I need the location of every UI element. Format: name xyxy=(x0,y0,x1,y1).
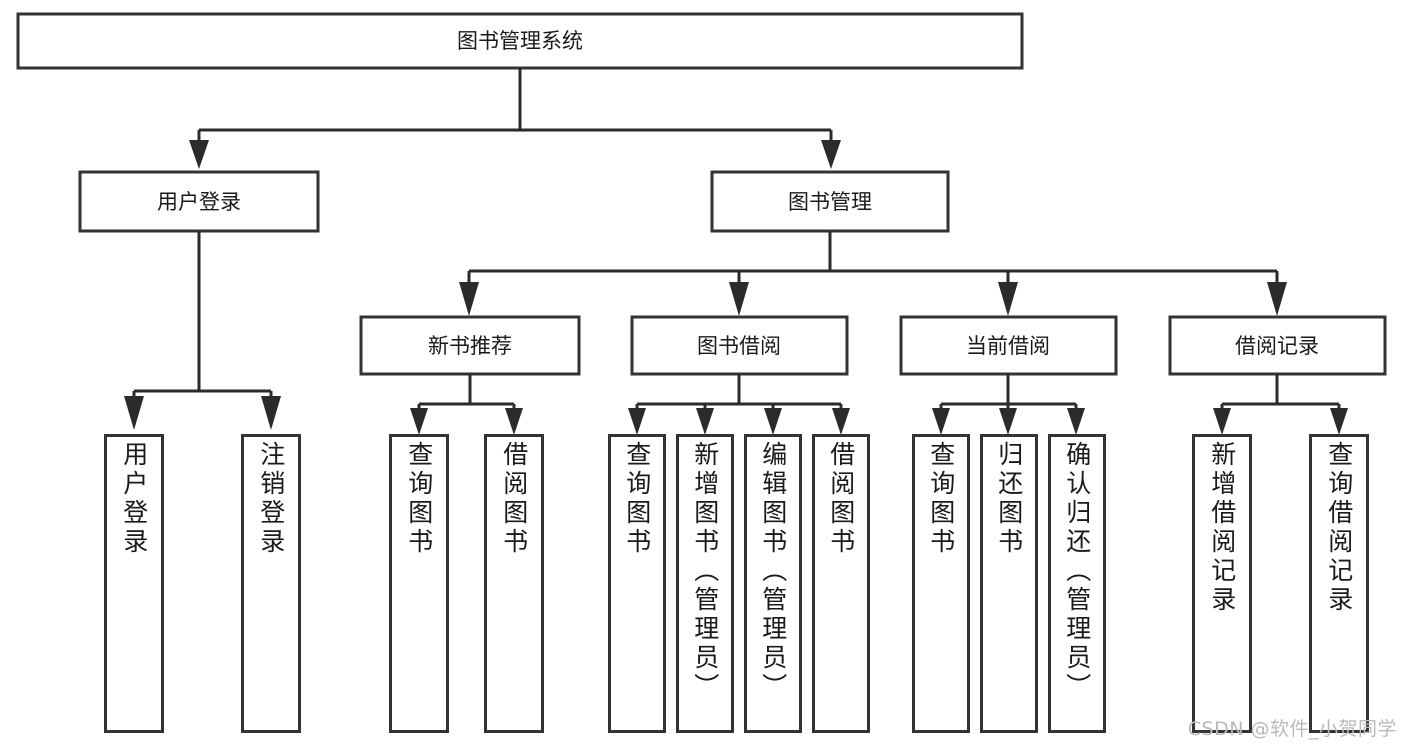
arrow-head-icon xyxy=(261,396,281,430)
node-user-login[interactable]: 用户登录 xyxy=(78,170,320,233)
leaf-add-book-admin-label: 新增图书（管理员） xyxy=(690,441,720,702)
leaf-query-borrow-record-label: 查询借阅记录 xyxy=(1324,441,1354,615)
leaf-borrow-book[interactable]: 借阅图书 xyxy=(812,434,870,733)
leaf-return-book-label: 归还图书 xyxy=(994,441,1024,557)
leaf-borrow-book-recommend-label: 借阅图书 xyxy=(499,441,529,557)
node-borrow-records[interactable]: 借阅记录 xyxy=(1168,315,1387,376)
node-book-management[interactable]: 图书管理 xyxy=(710,170,950,233)
leaf-edit-book-admin[interactable]: 编辑图书（管理员） xyxy=(744,434,802,733)
arrow-head-icon xyxy=(932,408,950,435)
leaf-query-book-current[interactable]: 查询图书 xyxy=(912,434,970,733)
leaf-query-book-recommend-label: 查询图书 xyxy=(404,441,434,557)
leaf-return-book[interactable]: 归还图书 xyxy=(980,434,1038,733)
node-book-borrow-label: 图书借阅 xyxy=(697,334,781,358)
arrow-head-icon xyxy=(729,282,749,316)
leaf-borrow-book-label: 借阅图书 xyxy=(826,441,856,557)
node-current-borrow-label: 当前借阅 xyxy=(966,334,1050,358)
arrow-head-icon xyxy=(628,408,646,435)
arrow-head-icon xyxy=(1213,408,1231,435)
leaf-add-borrow-record-label: 新增借阅记录 xyxy=(1207,441,1237,615)
arrow-head-icon xyxy=(1330,408,1348,435)
arrow-head-icon xyxy=(124,396,144,430)
connector-book-management-to-level3 xyxy=(459,231,1287,316)
node-root-box[interactable] xyxy=(16,12,1024,70)
leaf-add-borrow-record[interactable]: 新增借阅记录 xyxy=(1192,434,1252,733)
node-new-book-recommend-label: 新书推荐 xyxy=(428,334,512,358)
arrow-head-icon xyxy=(832,408,850,435)
arrow-head-icon xyxy=(696,408,714,435)
connector-root-to-level2 xyxy=(189,68,841,169)
node-root[interactable]: 图书管理系统 xyxy=(16,12,1024,70)
connector-user-login-to-leaves xyxy=(124,231,281,430)
arrow-head-icon xyxy=(459,282,479,316)
leaf-add-book-admin[interactable]: 新增图书（管理员） xyxy=(676,434,734,733)
connector-book-borrow-to-leaves xyxy=(628,374,850,435)
leaf-logout[interactable]: 注销登录 xyxy=(241,434,301,733)
arrow-head-icon xyxy=(410,408,428,435)
arrow-head-icon xyxy=(998,282,1018,316)
leaf-query-borrow-record[interactable]: 查询借阅记录 xyxy=(1309,434,1369,733)
node-book-borrow-box[interactable] xyxy=(630,315,849,376)
leaf-logout-label: 注销登录 xyxy=(256,441,286,557)
leaf-user-login-label: 用户登录 xyxy=(119,441,149,557)
arrow-head-icon xyxy=(505,408,523,435)
connector-current-borrow-to-leaves xyxy=(932,374,1085,435)
leaf-query-book-recommend[interactable]: 查询图书 xyxy=(389,434,449,733)
leaf-query-book-current-label: 查询图书 xyxy=(926,441,956,557)
node-root-label: 图书管理系统 xyxy=(457,29,583,53)
node-user-login-label: 用户登录 xyxy=(157,190,241,214)
arrow-head-icon xyxy=(999,408,1017,435)
node-borrow-records-label: 借阅记录 xyxy=(1235,334,1319,358)
arrow-head-icon xyxy=(764,408,782,435)
leaf-borrow-book-recommend[interactable]: 借阅图书 xyxy=(484,434,544,733)
node-current-borrow[interactable]: 当前借阅 xyxy=(899,315,1118,376)
arrow-head-icon xyxy=(189,140,209,169)
arrow-head-icon xyxy=(1267,282,1287,316)
leaf-confirm-return-admin-label: 确认归还（管理员） xyxy=(1062,441,1092,702)
leaf-edit-book-admin-label: 编辑图书（管理员） xyxy=(758,441,788,702)
node-new-book-recommend[interactable]: 新书推荐 xyxy=(359,315,581,376)
leaf-query-book-borrow-label: 查询图书 xyxy=(622,441,652,557)
node-book-borrow[interactable]: 图书借阅 xyxy=(630,315,849,376)
node-book-management-label: 图书管理 xyxy=(788,190,872,214)
node-current-borrow-box[interactable] xyxy=(899,315,1118,376)
arrow-head-icon xyxy=(1067,408,1085,435)
connector-borrow-records-to-leaves xyxy=(1213,374,1348,435)
connector-new-book-recommend-to-leaves xyxy=(410,374,523,435)
leaf-confirm-return-admin[interactable]: 确认归还（管理员） xyxy=(1048,434,1106,733)
leaf-user-login[interactable]: 用户登录 xyxy=(104,434,164,733)
arrow-head-icon xyxy=(821,140,841,169)
node-new-book-recommend-box[interactable] xyxy=(359,315,581,376)
leaf-query-book-borrow[interactable]: 查询图书 xyxy=(608,434,666,733)
